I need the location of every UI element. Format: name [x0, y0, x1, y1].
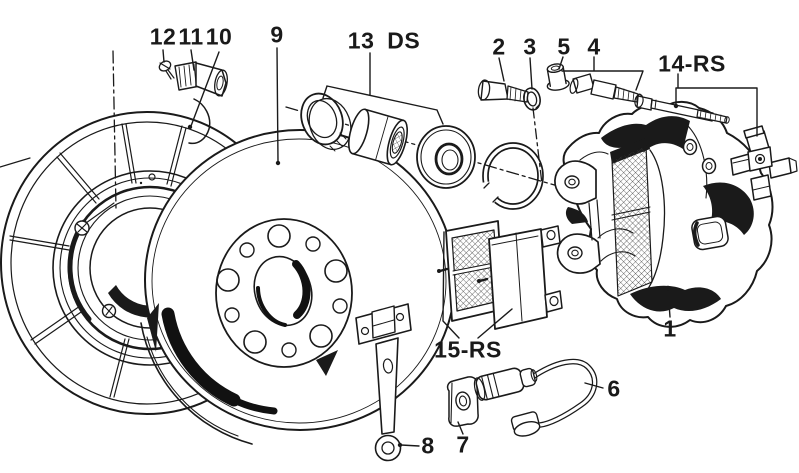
guide-pin-drawing	[634, 93, 730, 124]
part-label-5: 5	[557, 33, 571, 60]
part-label-1: 1	[663, 315, 677, 342]
part-label-15-rs: 15-RS	[434, 336, 502, 363]
part-label-12: 12	[149, 23, 177, 50]
retaining-spring-drawing	[730, 125, 798, 201]
mounting-bracket-drawing	[355, 303, 412, 462]
lock-washer-drawing	[523, 87, 541, 111]
bearing-kit-drawing	[300, 92, 544, 215]
part-label-8: 8	[421, 432, 435, 459]
brake-pads-drawing	[437, 220, 563, 330]
part-label-7: 7	[456, 431, 470, 458]
part-label-3: 3	[523, 33, 537, 60]
part-label-14-rs: 14-RS	[658, 50, 726, 77]
sensor-clip-drawing	[446, 376, 479, 427]
part-label-10: 10	[205, 23, 233, 50]
part-label-4: 4	[587, 33, 601, 60]
caliper-bolt-drawing	[477, 79, 529, 103]
mounting-bolt-drawing	[174, 61, 228, 97]
part-label-9: 9	[270, 21, 284, 48]
dust-cap-drawing	[546, 63, 570, 91]
brake-caliper-drawing	[554, 100, 774, 328]
part-label-11: 11	[178, 23, 204, 50]
part-label-2: 2	[492, 33, 506, 60]
part-label-6: 6	[607, 375, 621, 402]
part-label-13-ds: 13 DS	[347, 27, 421, 54]
wear-sensor-cable-drawing	[473, 358, 598, 437]
bleeder-valve-drawing	[569, 73, 642, 103]
leader-lines	[162, 47, 758, 448]
countersunk-screw-drawing	[158, 60, 175, 80]
